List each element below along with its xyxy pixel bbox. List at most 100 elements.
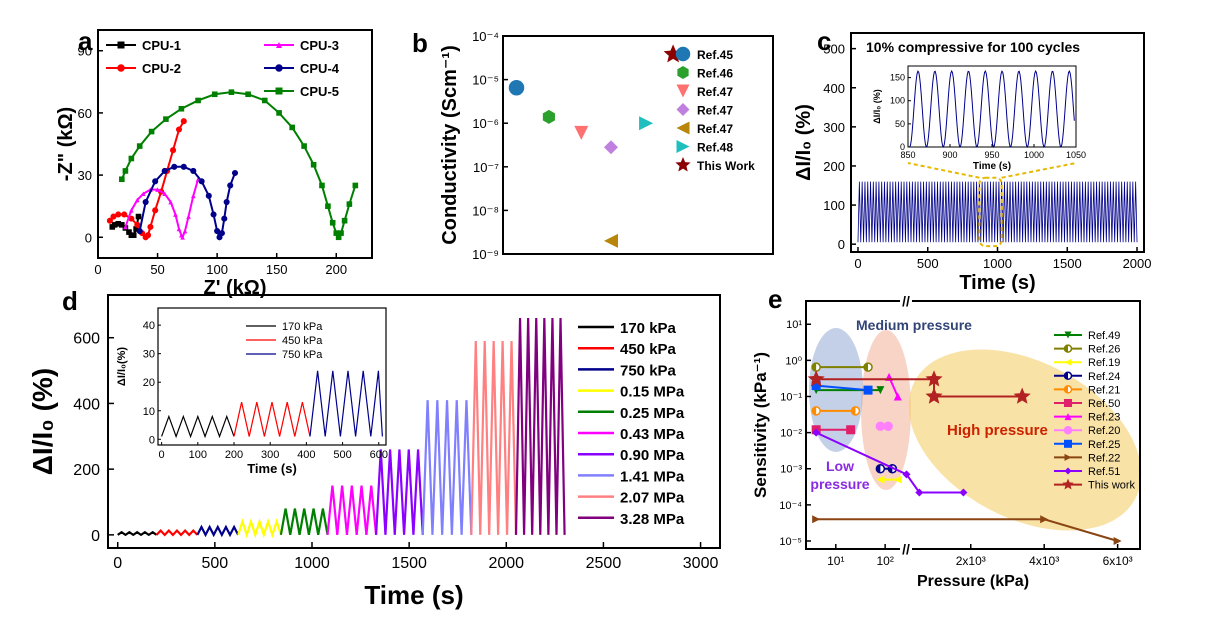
point-a-4-11 xyxy=(261,97,268,104)
legend-marker-b-1 xyxy=(677,66,689,79)
axis-break-top: // xyxy=(902,293,910,309)
point-a-2-1 xyxy=(129,208,134,213)
legend-marker-a-3 xyxy=(275,64,283,72)
inset-ylabel-d: ΔI/I₀(%) xyxy=(116,347,128,386)
point-e-10-0 xyxy=(812,428,821,437)
axis-break-bottom: // xyxy=(902,541,910,557)
xtick-label-d-4: 2000 xyxy=(488,555,524,572)
ylabel-e: Sensitivity (kPa⁻¹) xyxy=(751,352,770,498)
point-a-2-5 xyxy=(155,187,160,192)
point-a-3-5 xyxy=(180,163,187,170)
point-a-3-7 xyxy=(198,178,205,185)
series-line-c xyxy=(857,181,1138,243)
axes-a xyxy=(97,29,373,259)
point-e-11-2 xyxy=(925,387,943,404)
point-a-4-12 xyxy=(276,110,282,116)
axes-e xyxy=(805,300,1141,550)
inset-ytick-label-d-2: 20 xyxy=(143,377,155,389)
xtick-label-c-2: 1000 xyxy=(983,256,1012,271)
xtick-label-e-2: 2x10³ xyxy=(956,554,986,568)
point-a-4-7 xyxy=(195,97,201,104)
ytick-label-e-2: 10⁻³ xyxy=(780,464,802,476)
legend-marker-e-6 xyxy=(1064,413,1072,421)
legend-label-e-10: Ref.51 xyxy=(1088,466,1120,478)
xtick-label-d-2: 1000 xyxy=(294,555,330,572)
legend-label-e-0: Ref.49 xyxy=(1088,330,1120,342)
ytick-label-c-4: 400 xyxy=(823,81,845,96)
point-b-4 xyxy=(604,233,618,248)
point-a-4-24 xyxy=(352,182,359,189)
series-line-d-3 xyxy=(237,518,282,539)
legend-label-e-9: Ref.22 xyxy=(1088,452,1120,464)
series-line-d-9 xyxy=(514,317,566,535)
legend-marker-e-11 xyxy=(1062,478,1074,490)
legend-marker-a-1 xyxy=(117,64,125,72)
legend-label-a-3: CPU-4 xyxy=(300,61,340,76)
panel-label-b: b xyxy=(412,28,428,58)
legend-marker-e-5 xyxy=(1064,399,1072,407)
point-e-2-1 xyxy=(893,475,902,484)
xtick-label-c-4: 2000 xyxy=(1123,256,1152,271)
inset-legend-label-d-0: 170 kPa xyxy=(282,321,323,333)
point-a-2-9 xyxy=(176,226,182,232)
xtick-label-c-3: 1500 xyxy=(1053,256,1082,271)
ytick-label-d-3: 600 xyxy=(73,331,100,348)
point-a-2-7 xyxy=(168,199,173,205)
legend-label-b-6: This Work xyxy=(697,159,755,173)
region-label-high: High pressure xyxy=(947,422,1048,439)
panel-label-d: d xyxy=(62,286,78,316)
point-a-3-4 xyxy=(171,163,178,170)
xtick-label-d-3: 1500 xyxy=(391,555,427,572)
inset-xtick-label-c-2: 950 xyxy=(984,150,999,160)
xtick-label-d-5: 2500 xyxy=(586,555,622,572)
point-e-2-0 xyxy=(876,475,885,484)
series-line-d-7 xyxy=(421,400,473,535)
legend-marker-e-1-fill xyxy=(1064,345,1068,353)
ytick-label-e-1: 10⁻⁴ xyxy=(779,500,802,512)
inset-series-d-0 xyxy=(161,414,235,439)
point-e-3-0-fill xyxy=(876,464,881,473)
xtick-label-e-4: 6x10³ xyxy=(1103,554,1133,568)
point-e-1-0-fill xyxy=(812,363,817,372)
point-a-4-6 xyxy=(178,105,185,112)
point-a-4-1 xyxy=(122,168,129,174)
xlabel-a: Z' (kΩ) xyxy=(203,277,266,299)
inset-legend-label-d-1: 450 kPa xyxy=(282,335,323,347)
legend-marker-e-9 xyxy=(1064,453,1072,461)
legend-label-a-2: CPU-3 xyxy=(300,38,339,53)
inset-ytick-label-c-1: 50 xyxy=(895,119,905,129)
xtick-label-d-6: 3000 xyxy=(683,555,719,572)
legend-label-b-1: Ref.46 xyxy=(697,67,733,81)
ytick-label-d-0: 0 xyxy=(91,528,100,545)
zoom-line-right-c xyxy=(1001,162,1077,179)
legend-label-e-11: This work xyxy=(1088,480,1136,492)
point-a-2-13 xyxy=(186,214,191,219)
region-low-ellipse xyxy=(861,330,911,490)
ytick-label-a-0: 0 xyxy=(85,230,92,245)
ytick-label-c-0: 0 xyxy=(838,237,845,252)
point-a-1-15 xyxy=(180,118,187,125)
inset-ytick-label-c-3: 150 xyxy=(890,73,905,83)
legend-label-b-3: Ref.47 xyxy=(697,104,733,118)
xtick-label-e-1: 10² xyxy=(876,554,893,568)
series-line-d-0 xyxy=(117,530,158,537)
point-a-1-0 xyxy=(106,217,113,224)
legend-marker-e-0 xyxy=(1064,331,1072,339)
inset-xtick-label-d-0: 0 xyxy=(159,449,165,461)
point-a-4-0 xyxy=(119,176,125,183)
panel-label-c: c xyxy=(817,26,831,56)
series-line-d-8 xyxy=(470,340,518,535)
point-e-11-3 xyxy=(1013,387,1031,404)
series-line-a-3 xyxy=(138,165,236,240)
legend-label-a-0: CPU-1 xyxy=(142,38,181,53)
inset-series-c xyxy=(909,69,1075,149)
ytick-label-e-4: 10⁻¹ xyxy=(780,391,802,403)
legend-label-e-5: Ref.50 xyxy=(1088,398,1120,410)
ytick-label-a-1: 30 xyxy=(78,168,92,183)
point-a-4-8 xyxy=(211,91,218,98)
point-a-2-3 xyxy=(140,191,146,197)
point-e-11-0 xyxy=(807,370,825,387)
